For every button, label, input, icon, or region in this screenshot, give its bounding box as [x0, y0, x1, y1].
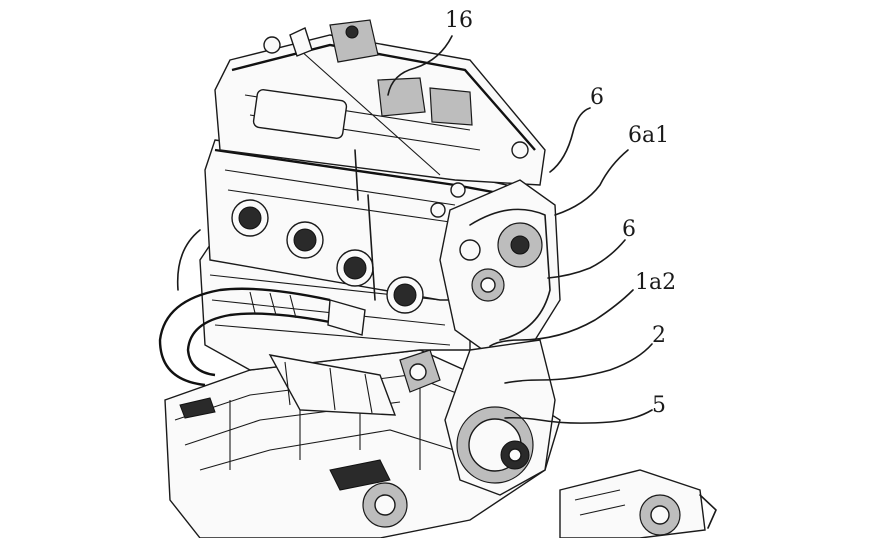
leader-6a1 — [554, 149, 629, 216]
label-6-upper: 6 — [590, 85, 604, 110]
leader-6-upper — [549, 107, 591, 173]
leader-16 — [387, 35, 453, 96]
leader-5 — [504, 409, 653, 424]
label-16: 16 — [445, 8, 473, 33]
label-6a1: 6a1 — [628, 123, 669, 148]
label-6-lower: 6 — [622, 217, 636, 242]
leader-2 — [504, 343, 653, 384]
engine-illustration — [158, 19, 717, 538]
reference-labels: 16 6 6a1 6 1a2 2 5 — [445, 8, 676, 418]
leader-lines — [387, 35, 653, 424]
label-2: 2 — [652, 323, 666, 348]
leader-6-lower — [547, 239, 626, 279]
leader-1a2 — [489, 289, 634, 347]
label-1a2: 1a2 — [635, 270, 676, 295]
label-5: 5 — [652, 393, 666, 418]
